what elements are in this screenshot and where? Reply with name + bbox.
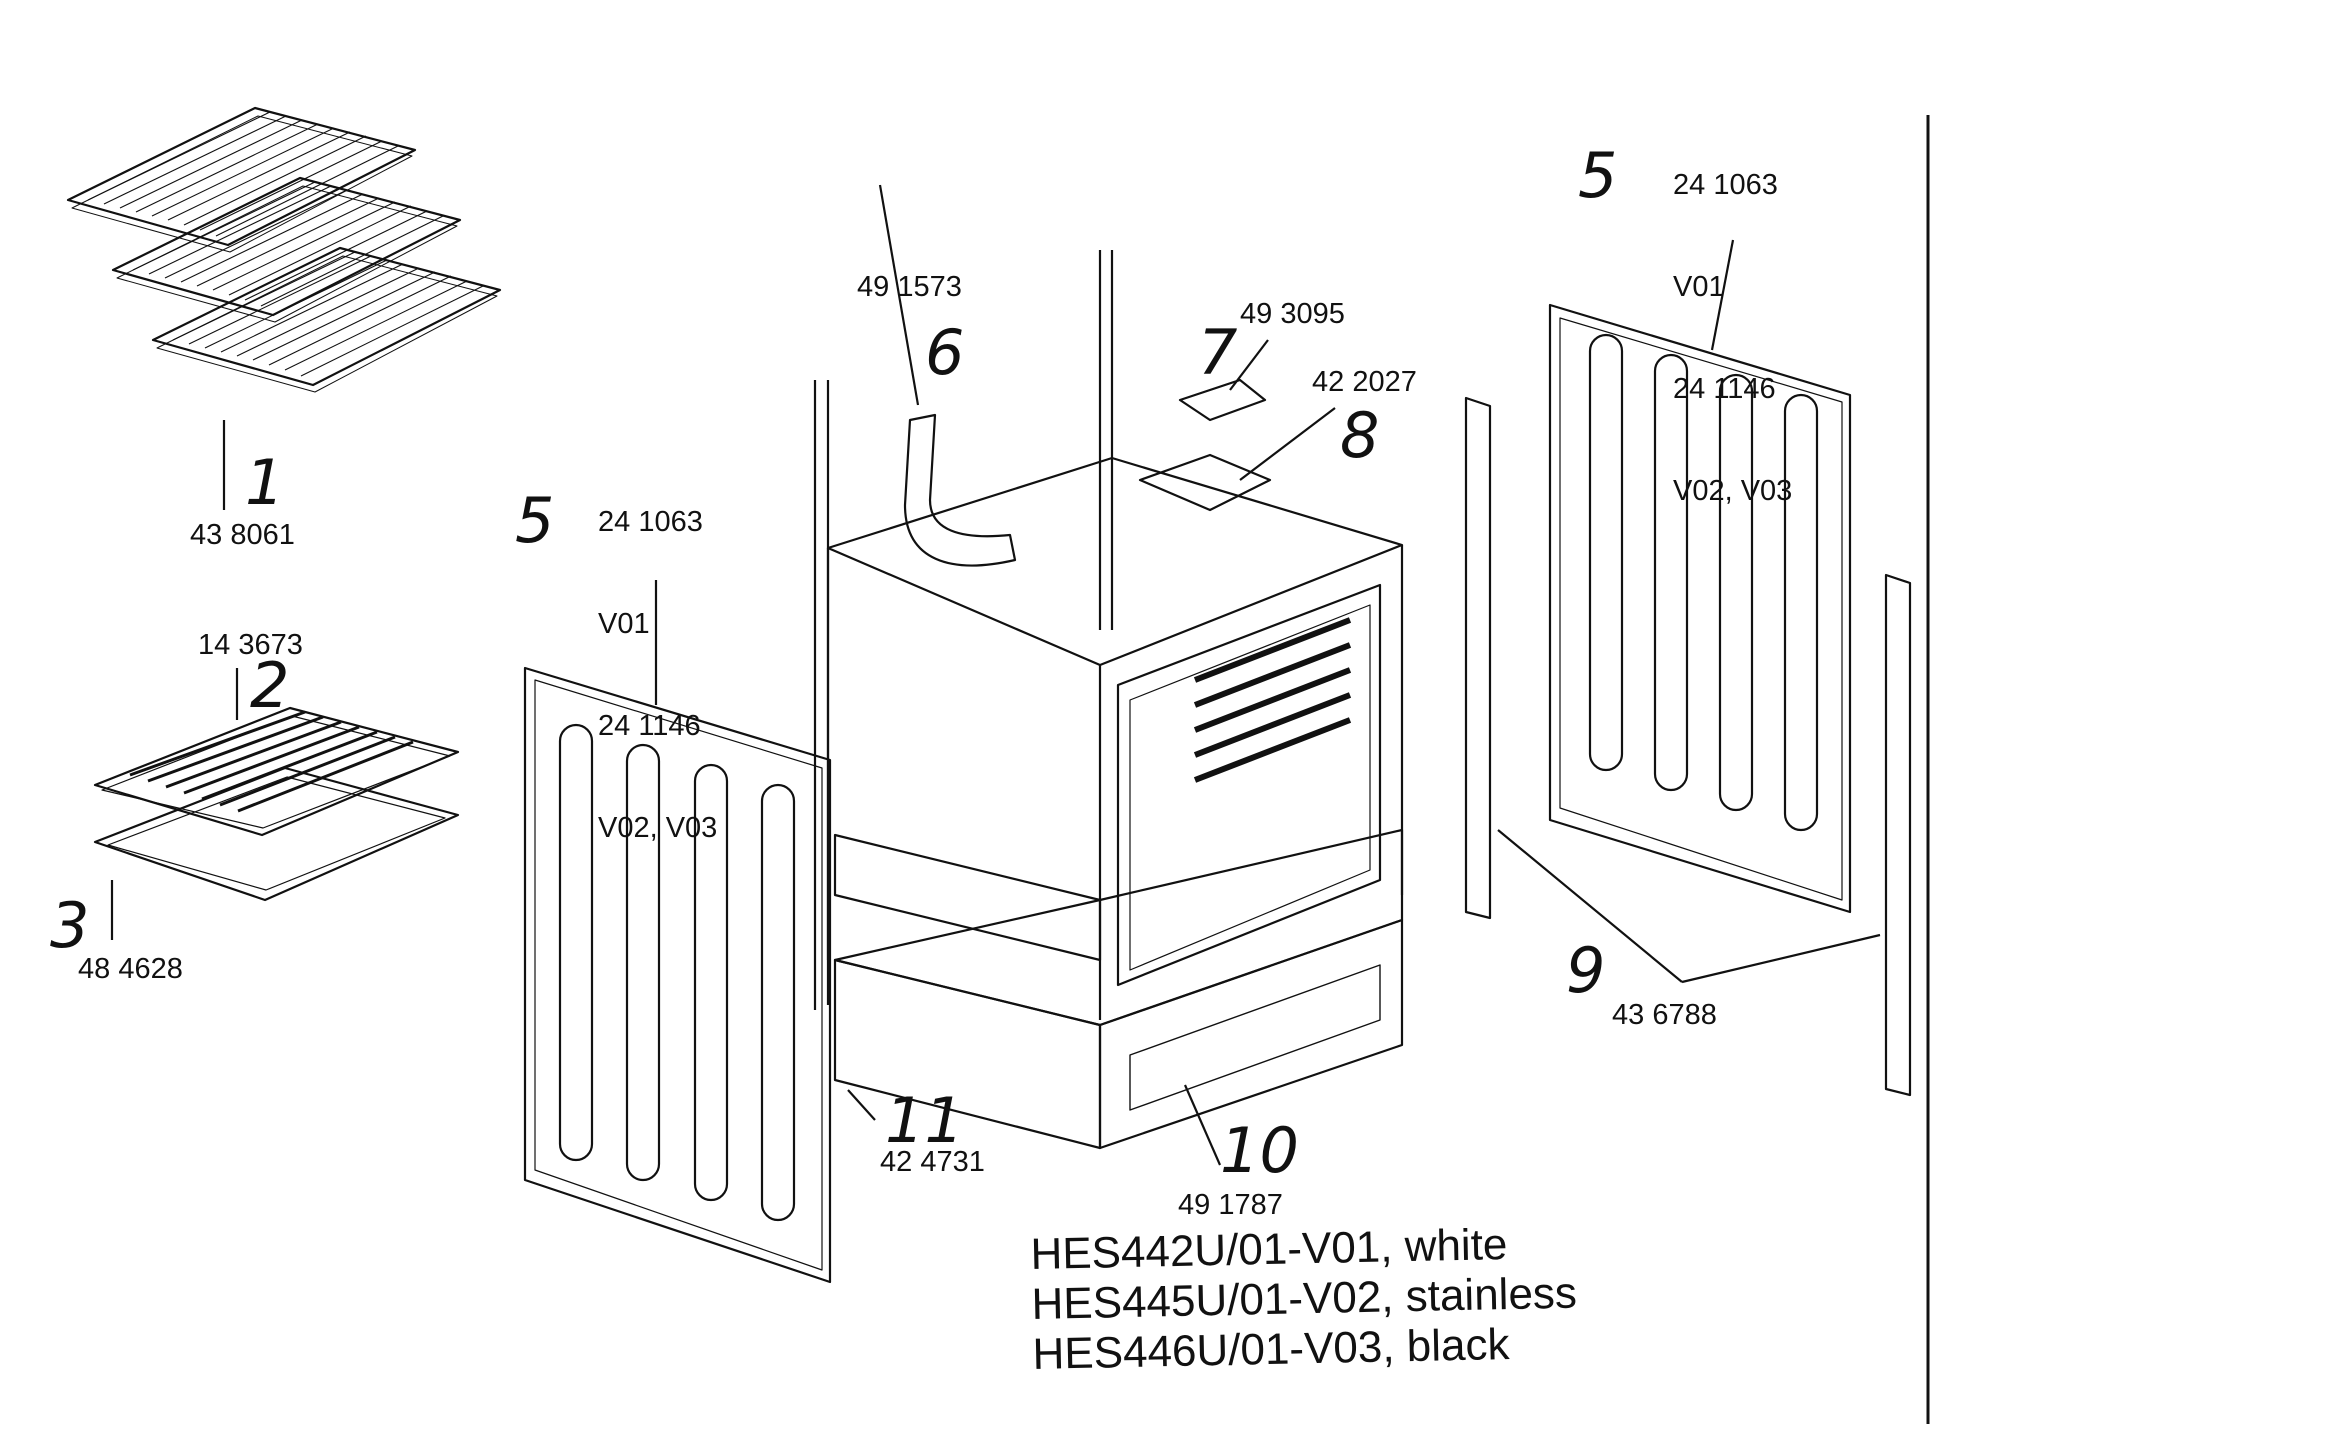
part-number-5-line-1: 24 1063: [1673, 169, 1778, 201]
part-number-5-line-4: V02, V03: [1673, 475, 1793, 507]
part-number-3: 48 4628: [78, 953, 183, 985]
part-number-10: 49 1787: [1178, 1189, 1283, 1221]
side-panel-left-drawing: [523, 580, 832, 1284]
broil-pan-drawing: [93, 668, 460, 940]
model-list: HES442U/01-V01, white HES445U/01-V02, st…: [1030, 1219, 1578, 1380]
trim-strips-drawing: [1464, 396, 1912, 1097]
part-number-5-line-3: 24 1146: [1673, 373, 1776, 405]
callout-index-1: 1: [245, 446, 285, 519]
side-panel-right-drawing: [1548, 239, 1852, 914]
callout-index-7: 7: [1198, 316, 1238, 389]
callout-index-8: 8: [1340, 399, 1380, 472]
part-number-9: 43 6788: [1612, 999, 1717, 1031]
part-number-2: 14 3673: [198, 629, 303, 661]
part-number-8: 42 2027: [1312, 366, 1417, 398]
part-number-5-right: 24 1063 V01 24 1146 V02, V03: [1673, 100, 1792, 542]
callout-index-11: 11: [885, 1084, 964, 1157]
callout-index-9: 9: [1566, 934, 1606, 1007]
part-number-5-line-2: V01: [1673, 271, 1725, 303]
callout-index-10: 10: [1220, 1114, 1299, 1187]
part-number-11: 42 4731: [880, 1146, 985, 1178]
part-number-6: 49 1573: [857, 271, 962, 303]
part-number-5-left: 24 1063 V01 24 1146 V02, V03: [598, 437, 717, 879]
oven-racks-drawing: [66, 106, 502, 510]
part-number-5-line-3: 24 1146: [598, 710, 701, 742]
part-number-5-line-1: 24 1063: [598, 506, 703, 538]
part-number-5-line-2: V01: [598, 608, 650, 640]
part-number-1: 43 8061: [190, 519, 295, 551]
callout-index-5-left: 5: [515, 484, 555, 557]
callout-index-5-right: 5: [1578, 139, 1618, 212]
callout-index-6: 6: [925, 316, 965, 389]
part-number-7: 49 3095: [1240, 298, 1345, 330]
callout-index-2: 2: [250, 649, 290, 722]
oven-body-drawing: [813, 184, 1404, 1166]
part-number-5-line-4: V02, V03: [598, 812, 718, 844]
callout-index-3: 3: [50, 889, 90, 962]
